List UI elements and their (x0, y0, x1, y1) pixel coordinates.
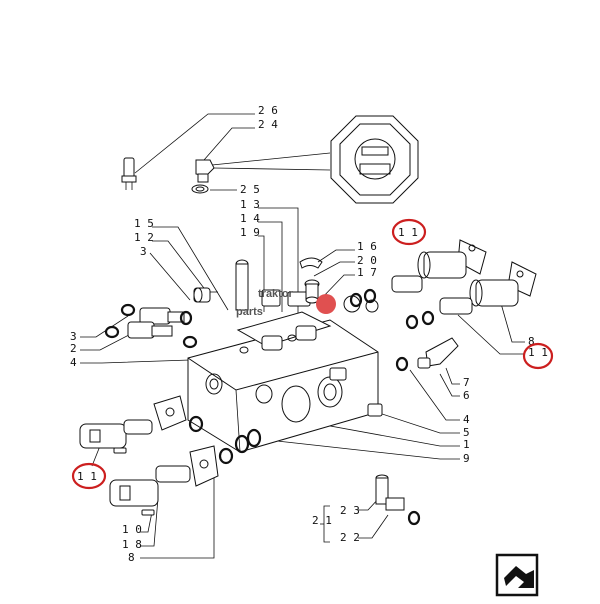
callout-label: 1 9 (240, 226, 260, 239)
plug-19 (235, 259, 249, 311)
callout-label: 2 4 (258, 118, 278, 131)
highlight-circle (522, 342, 554, 370)
solenoid-upper-right (349, 239, 487, 308)
callout-label: 2 1 (312, 514, 332, 527)
pressure-switch-26 (121, 157, 137, 190)
callout-label: 7 (463, 376, 470, 389)
callout-label: 3 (70, 330, 77, 343)
callout-label: 4 (463, 413, 470, 426)
callout-label: 5 (463, 426, 470, 439)
sensor-detail-octagon (330, 115, 419, 204)
valve-block-body (187, 311, 383, 453)
valve-17 (304, 279, 320, 304)
leader-lines (80, 113, 525, 559)
fitting-left-upper (120, 303, 193, 326)
highlight-circles (71, 218, 554, 490)
elbow-fitting-21 (375, 474, 421, 526)
callout-label: 2 (70, 342, 77, 355)
clip-16 (299, 257, 323, 269)
arrow-corner-icon[interactable] (495, 553, 539, 597)
callout-label: 4 (70, 356, 77, 369)
callout-label: 2 5 (240, 183, 260, 196)
callout-label: 1 4 (240, 212, 260, 225)
callout-label: 2 6 (258, 104, 278, 117)
callout-label: 1 8 (122, 538, 142, 551)
callout-label: 6 (463, 389, 470, 402)
callout-label: 2 2 (340, 531, 360, 544)
callout-label: 2 3 (340, 504, 360, 517)
sensor-7-6 (395, 337, 459, 372)
callout-label: 8 (128, 551, 135, 564)
watermark: traktor parts (236, 288, 379, 318)
callout-label: 1 1 (528, 346, 548, 359)
highlight-circle (71, 462, 107, 490)
washer-25 (191, 184, 209, 194)
callout-label: 9 (463, 452, 470, 465)
callout-label: 1 2 (134, 231, 154, 244)
callout-label: 1 0 (122, 523, 142, 536)
watermark-logo-icon (316, 294, 336, 314)
pressure-switch-24 (195, 159, 215, 183)
highlight-circle (391, 218, 427, 246)
callout-label: 1 5 (134, 217, 154, 230)
callout-label: 1 1 (398, 226, 418, 239)
watermark-line1: traktor (258, 288, 294, 300)
spool-left-upper (79, 395, 204, 449)
spool-left-lower (109, 428, 262, 507)
fitting-left-lower (104, 321, 198, 349)
callout-label: 2 0 (357, 254, 377, 267)
callout-label: 8 (528, 335, 535, 348)
callout-label: 1 1 (77, 470, 97, 483)
solenoid-mid-right (405, 261, 537, 330)
callout-label: 1 (463, 438, 470, 451)
watermark-line2: parts (236, 306, 263, 318)
fitting-15-12 (193, 287, 218, 303)
callout-label: 1 3 (240, 198, 260, 211)
callout-label: 3 (140, 245, 147, 258)
callout-label: 1 6 (357, 240, 377, 253)
screws-10-18 (113, 447, 155, 516)
callout-label: 1 7 (357, 266, 377, 279)
